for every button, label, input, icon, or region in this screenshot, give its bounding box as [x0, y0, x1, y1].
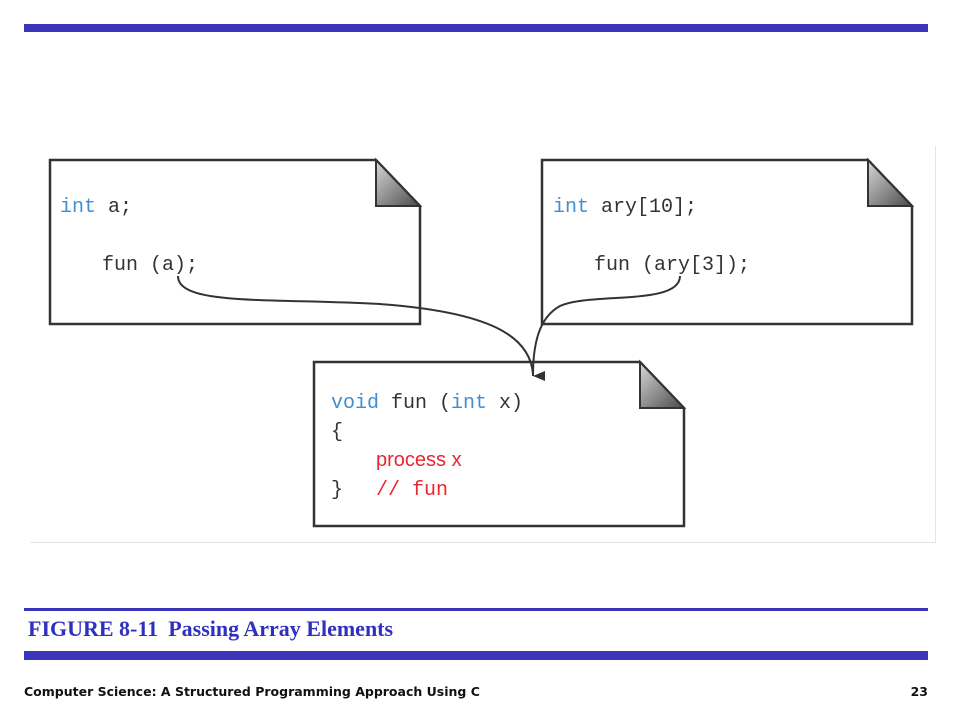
left-line1-type: int	[60, 196, 96, 219]
right-note-fold-icon	[867, 157, 915, 207]
right-line1-rest: ary[10];	[601, 196, 697, 219]
left-line1-rest: a;	[108, 196, 132, 219]
left-line2: fun (a);	[102, 254, 198, 277]
arrow-from-left-call	[177, 275, 534, 375]
caption-rule-top	[24, 608, 928, 611]
figure-title: Passing Array Elements	[168, 616, 394, 641]
left-code-note: int a; fun (a);	[48, 157, 423, 326]
right-code-note: int ary[10]; fun (ary[3]);	[540, 157, 915, 326]
figure-caption: FIGURE 8-11 Passing Array Elements	[28, 616, 393, 642]
passing-array-elements-diagram: int a; fun (a); int ary[10]; fun (ary[3]);…	[48, 157, 915, 528]
figure-area: int a; fun (a); int ary[10]; fun (ary[3]);…	[30, 146, 936, 543]
right-line2: fun (ary[3]);	[594, 254, 750, 277]
figure-number: FIGURE 8-11	[28, 616, 159, 641]
caption-rule-bottom	[24, 651, 928, 660]
sig-fun: fun (	[391, 392, 451, 415]
top-accent-bar	[24, 24, 928, 32]
sig-int: int	[451, 392, 487, 415]
bottom-code-note: void fun (int x) { process x } // fun	[312, 359, 687, 528]
footer-text: Computer Science: A Structured Programmi…	[24, 684, 480, 699]
open-brace: {	[331, 421, 343, 444]
left-note-fold-icon	[375, 157, 423, 207]
close-brace: }	[331, 479, 343, 502]
right-line1-type: int	[553, 196, 589, 219]
page-number: 23	[910, 684, 928, 699]
body-process-x: process x	[376, 449, 462, 471]
sig-void: void	[331, 392, 379, 415]
sig-param: x)	[499, 392, 523, 415]
bottom-note-fold-icon	[639, 359, 687, 409]
arrow-from-right-call	[532, 275, 681, 382]
comment-fun: // fun	[376, 479, 448, 502]
